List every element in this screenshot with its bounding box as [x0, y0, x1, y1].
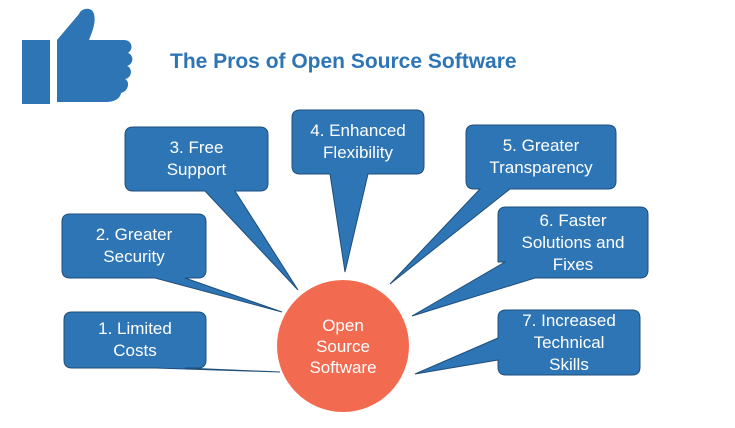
callout-greater-security — [61, 213, 283, 313]
center-circle — [277, 280, 409, 412]
pro-label-limited-costs: 1. Limited Costs — [98, 319, 172, 360]
pro-label-greater-security: 2. Greater Security — [95, 225, 173, 266]
callout-greater-transparency — [389, 124, 617, 285]
thumbs-up-icon — [22, 8, 133, 104]
page-title: The Pros of Open Source Software — [170, 50, 517, 73]
callout-increased-skills — [414, 309, 641, 376]
pro-label-free-support: 3. Free Support — [166, 138, 227, 179]
callout-enhanced-flexibility — [291, 109, 425, 273]
pro-label-faster-solutions: 6. Faster Solutions and Fixes — [521, 210, 625, 274]
callout-faster-solutions — [411, 206, 649, 317]
callout-limited-costs — [63, 311, 281, 373]
pro-label-greater-transparency: 5. Greater Transparency — [489, 136, 593, 177]
pro-label-enhanced-flexibility: 4. Enhanced Flexibility — [310, 121, 406, 162]
pro-label-increased-skills: 7. Increased Technical Skills — [522, 310, 616, 374]
center-label: Open Source Software — [309, 315, 377, 377]
callout-free-support — [124, 126, 299, 291]
